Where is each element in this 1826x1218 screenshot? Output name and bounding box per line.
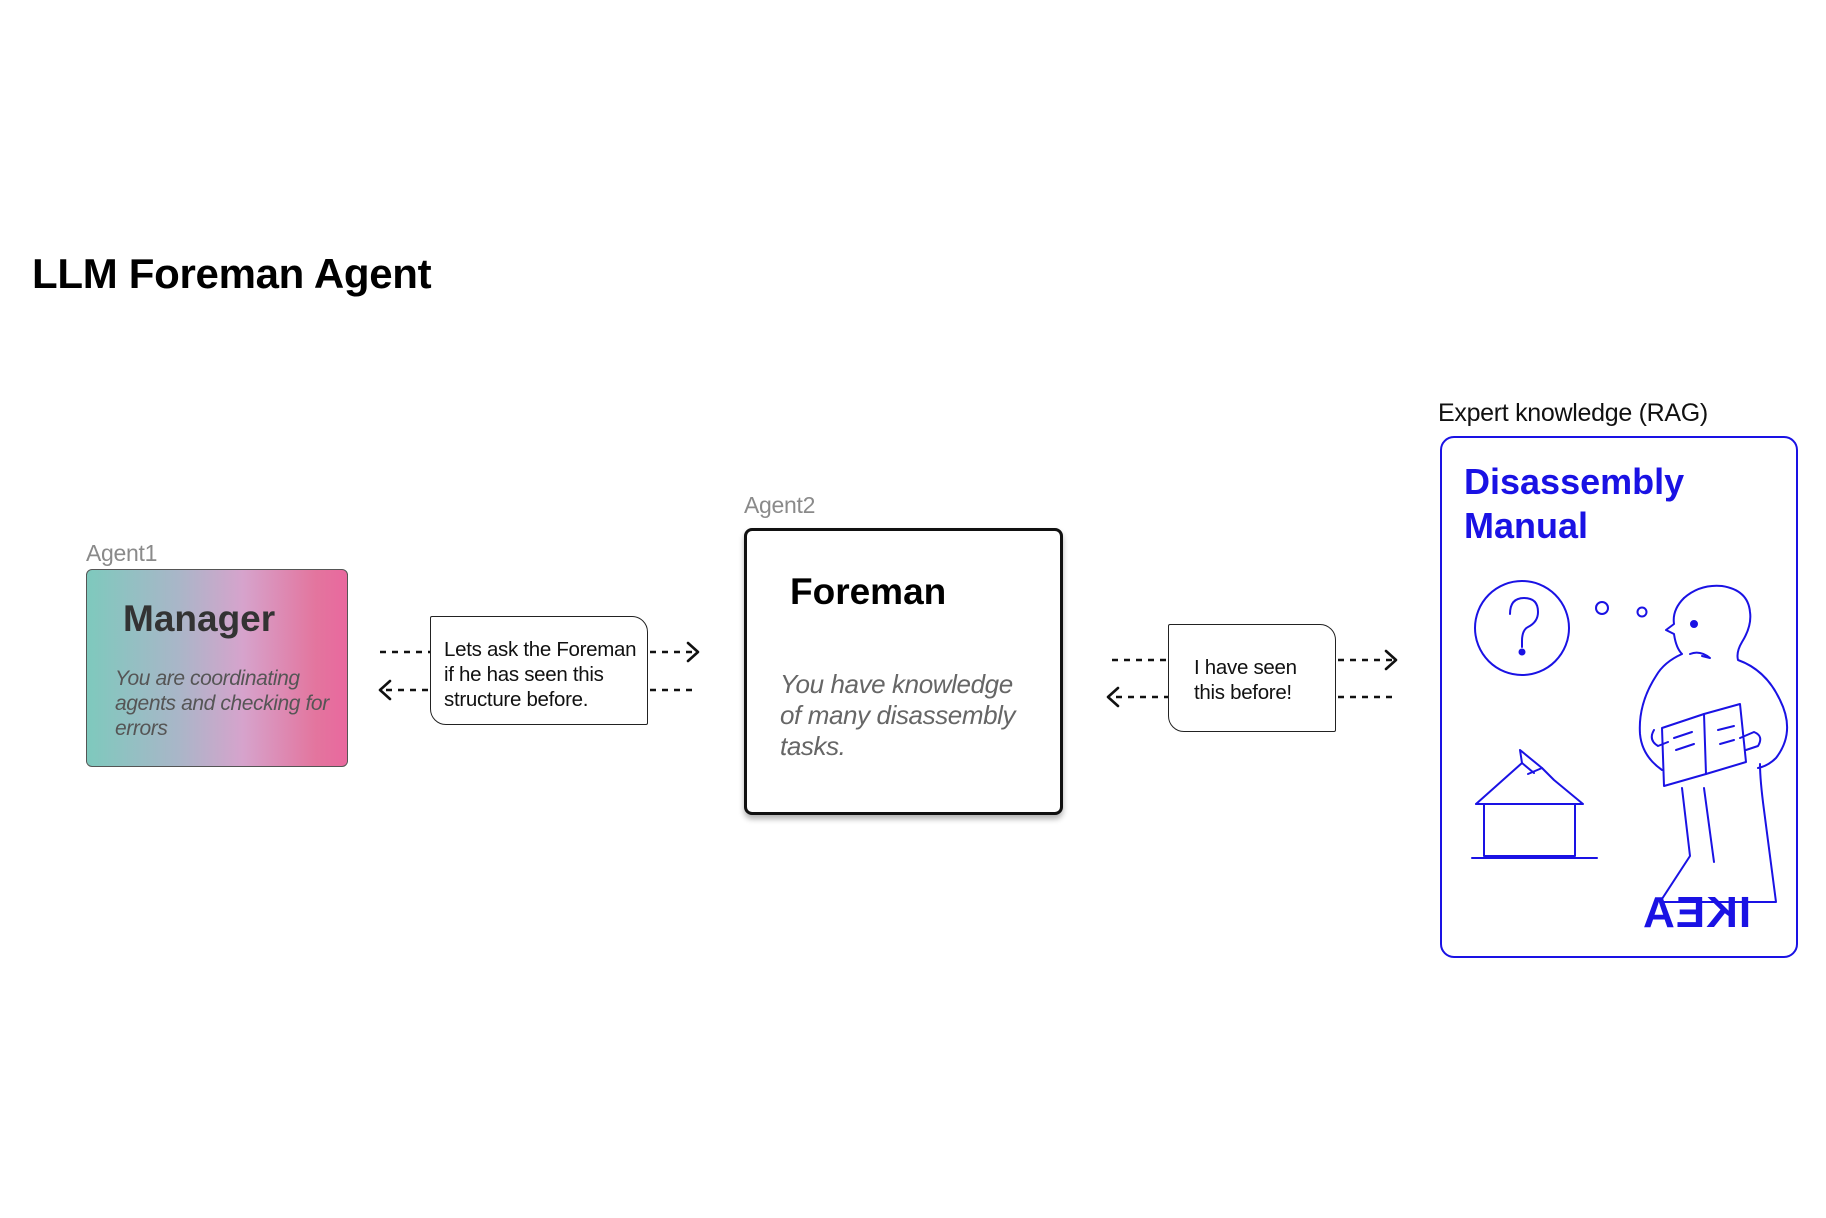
foreman-title: Foreman: [790, 571, 947, 612]
agent1-tag: Agent1: [86, 540, 158, 566]
foreman-description: You have knowledge of many disassembly t…: [780, 669, 1016, 761]
person-reading-icon: [1638, 584, 1789, 903]
arrowhead-left-icon: [1106, 686, 1120, 708]
disassembly-manual-card: Disassembly Manual: [1440, 436, 1798, 958]
manager-card: Manager You are coordinating agents and …: [86, 569, 348, 767]
question-bubble-icon: [1474, 580, 1648, 676]
arrowhead-right-icon: [686, 641, 700, 663]
agent2-tag: Agent2: [744, 492, 816, 518]
manual-title: Disassembly Manual: [1464, 461, 1685, 546]
foreman-message-bubble: I have seen this before!: [1168, 624, 1336, 732]
arrowhead-left-icon: [378, 679, 392, 701]
manual-illustration: [1471, 580, 1789, 903]
foreman-message-text: I have seen this before!: [1194, 656, 1297, 704]
rag-label: Expert knowledge (RAG): [1438, 399, 1708, 427]
house-icon: [1471, 749, 1598, 859]
manager-description: You are coordinating agents and checking…: [115, 667, 329, 740]
manager-title: Manager: [123, 598, 276, 639]
manager-message-text: Lets ask the Foreman if he has seen this…: [444, 638, 637, 711]
page-title: LLM Foreman Agent: [32, 250, 432, 297]
manager-message-bubble: Lets ask the Foreman if he has seen this…: [430, 616, 648, 725]
foreman-card: Foreman You have knowledge of many disas…: [744, 528, 1063, 815]
arrowhead-right-icon: [1384, 649, 1398, 671]
ikea-logo: IKEA: [1642, 888, 1752, 937]
